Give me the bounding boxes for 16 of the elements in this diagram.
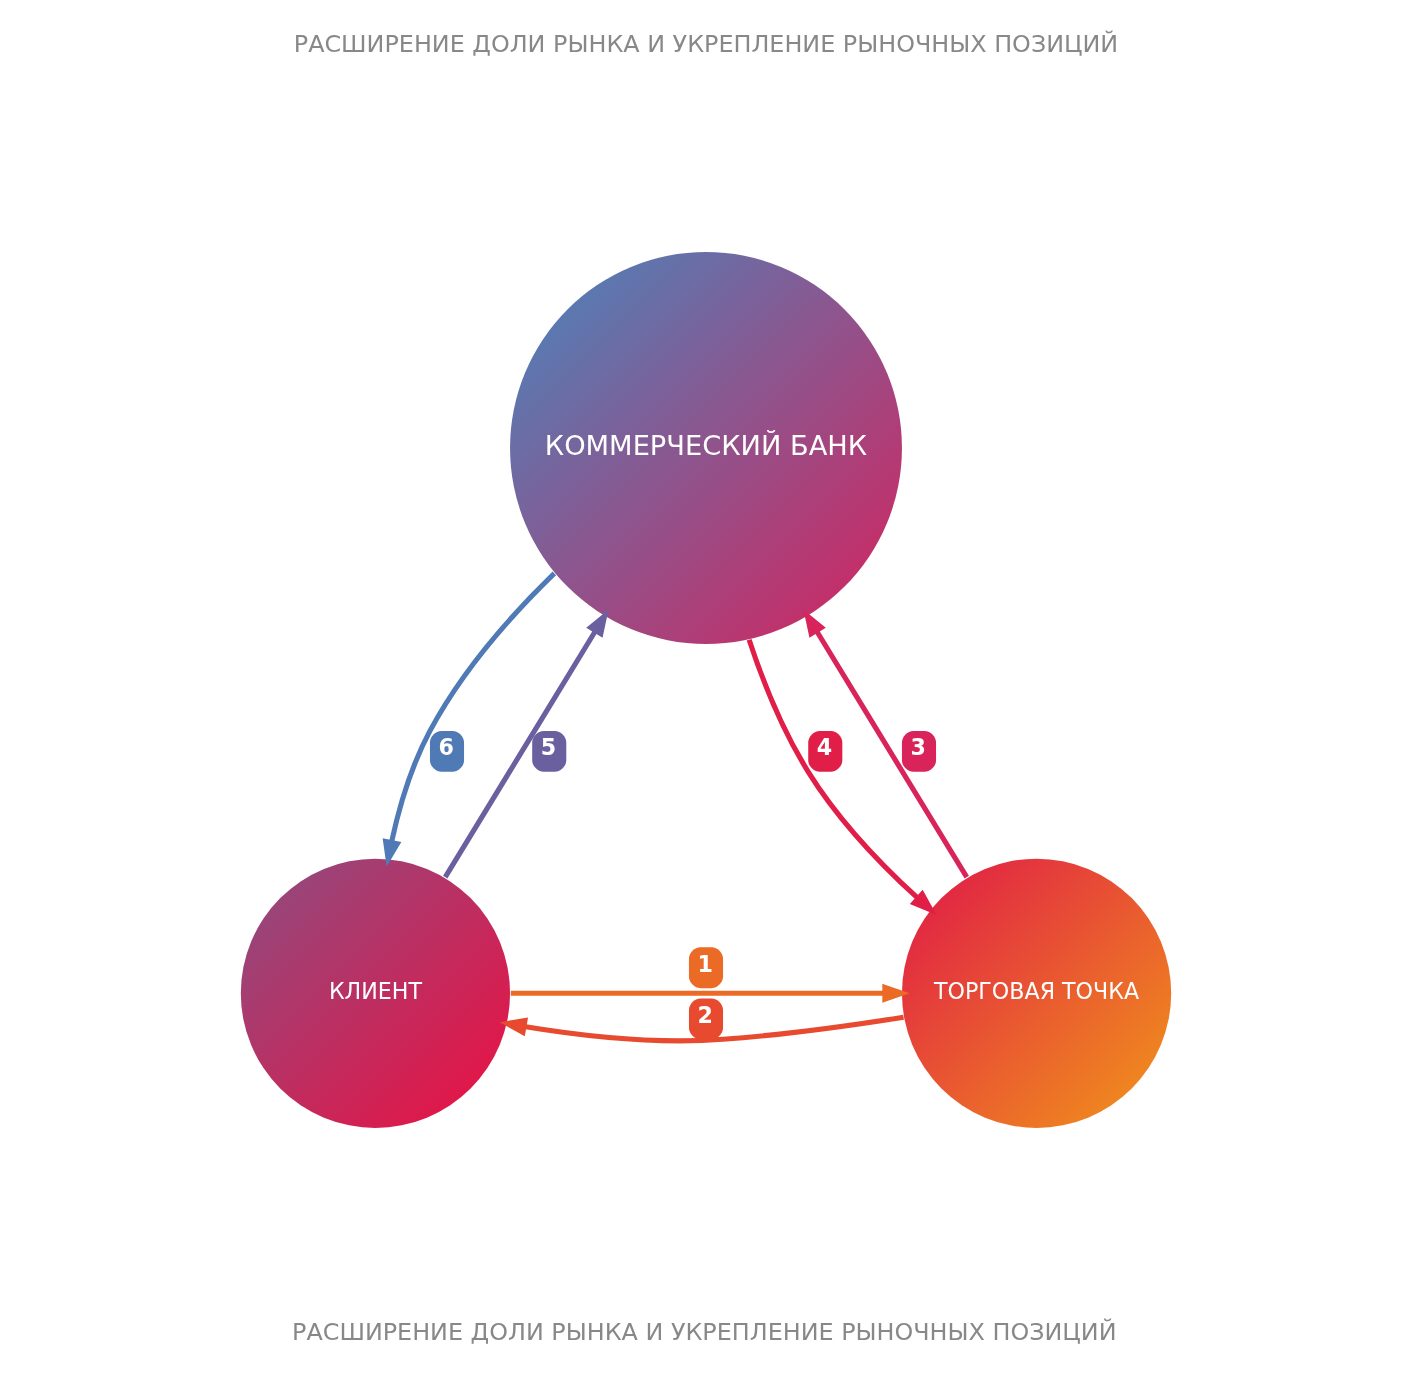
- edge-label: 3: [910, 734, 926, 761]
- arrow: [499, 1014, 904, 1044]
- edge-label: 5: [540, 734, 557, 761]
- edge-label: 2: [697, 1001, 713, 1028]
- node-circle: КОММЕРЧЕСКИЙ БАНК: [510, 252, 902, 644]
- node-circle: ТОРГОВАЯ ТОЧКА: [901, 858, 1172, 1128]
- arrow: [510, 983, 910, 1003]
- arrow: [382, 571, 557, 867]
- label: РАСШИРЕНИЕ ДОЛИ РЫНКА И УКРЕПЛЕНИЕ РЫНОЧНЫХ ПОЗИЦИЙ: [293, 30, 1119, 59]
- edge-label: 4: [816, 734, 833, 761]
- edge-label: 6: [438, 734, 454, 761]
- arrow: [443, 609, 609, 879]
- label: РАСШИРЕНИЕ ДОЛИ РЫНКА И УКРЕПЛЕНИЕ РЫНОЧНЫХ ПОЗИЦИЙ: [292, 1318, 1117, 1347]
- edge-label: 1: [697, 950, 713, 977]
- arrow: [803, 609, 969, 879]
- node-circle: КЛИЕНТ: [240, 858, 511, 1128]
